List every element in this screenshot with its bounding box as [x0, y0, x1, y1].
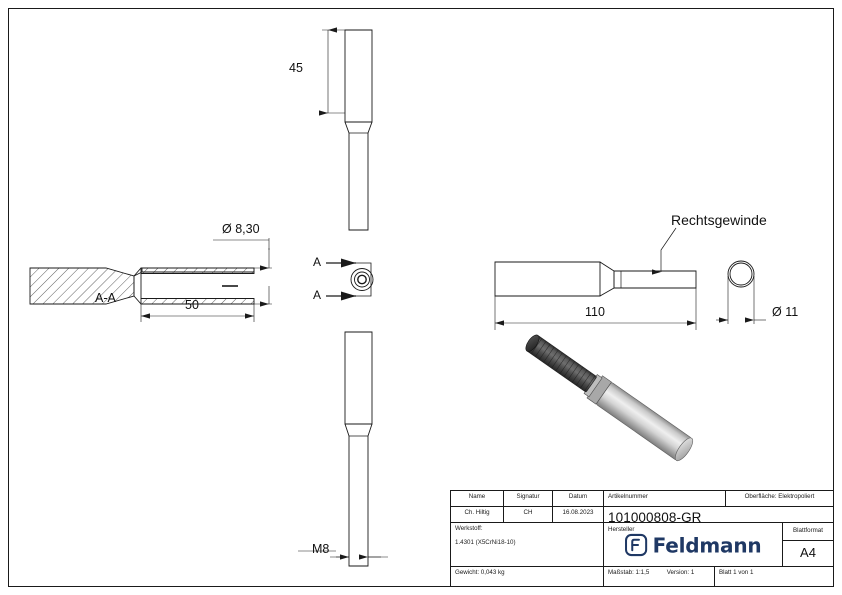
dimension-length-45: 45: [289, 61, 303, 75]
dimension-thread-m8: M8: [312, 542, 330, 556]
titleblock-header-date: Datum: [553, 491, 604, 507]
section-view-label: A-A: [95, 291, 116, 305]
titleblock-header-article-number: Artikelnummer: [604, 491, 726, 507]
dimension-length-110: 110: [585, 305, 605, 319]
titleblock-material-cell: Werkstoff: 1.4301 (X5CrNi18-10): [451, 523, 604, 567]
title-block: Name Signatur Datum Artikelnummer Oberfl…: [450, 490, 834, 587]
feldmann-f-mark: [625, 534, 648, 557]
dimension-diameter-11: Ø 11: [772, 305, 799, 319]
section-label-a-top: A: [313, 255, 322, 269]
titleblock-value-date: 16.08.2023: [553, 507, 604, 523]
titleblock-header-material: Werkstoff:: [455, 525, 483, 532]
titleblock-value-article-number: 101000808-GR: [608, 510, 702, 523]
titleblock-surface-note: Oberfläche: Elektropoliert: [726, 491, 833, 507]
titleblock-value-material: 1.4301 (X5CrNi18-10): [455, 539, 516, 546]
titleblock-header-manufacturer: Hersteller: [608, 526, 635, 533]
titleblock-manufacturer-cell: Hersteller Feldmann: [604, 523, 783, 567]
titleblock-header-signature: Signatur: [504, 491, 553, 507]
sheet-border: [8, 8, 834, 587]
titleblock-header-sheet-format: Blattformat: [783, 523, 833, 541]
dimension-length-50: 50: [185, 298, 199, 312]
feldmann-logo: Feldmann: [625, 534, 762, 557]
titleblock-sheetformat-cell: Blattformat A4: [783, 523, 833, 567]
titleblock-value-name: Ch. Hiltig: [451, 507, 504, 523]
feldmann-wordmark: Feldmann: [652, 533, 762, 558]
titleblock-value-sheet-format: A4: [800, 545, 816, 560]
annotation-rechtsgewinde: Rechtsgewinde: [671, 212, 767, 228]
titleblock-value-sheet: Blatt 1 von 1: [714, 567, 833, 586]
titleblock-value-scale: Maßstab: 1:1,5: [608, 569, 650, 576]
titleblock-header-name: Name: [451, 491, 504, 507]
section-label-a-bottom: A: [313, 288, 322, 302]
titleblock-surface-spacer: [726, 507, 833, 523]
titleblock-value-weight: Gewicht: 0,043 kg: [451, 567, 604, 586]
dimension-diameter-8-30: Ø 8,30: [222, 222, 260, 236]
titleblock-value-signature: CH: [504, 507, 553, 523]
titleblock-value-version: Version: 1: [666, 569, 695, 576]
titleblock-scale-version-cell: Maßstab: 1:1,5 Version: 1: [604, 567, 714, 586]
